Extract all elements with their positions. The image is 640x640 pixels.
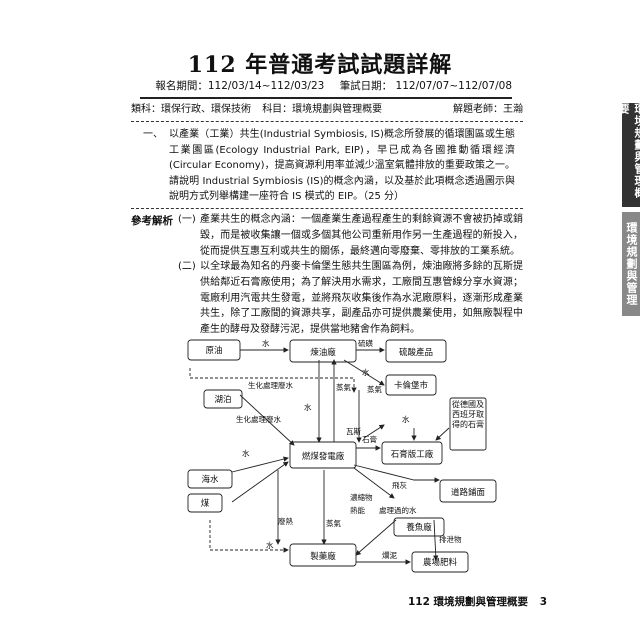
node-gypsum: 石膏版工廠 (391, 449, 434, 460)
flow-heat: 熱能 (350, 505, 365, 515)
answer-item: (二) 以全球最為知名的丹麥卡倫堡生態共生園區為例，煉油廠將多餘的瓦斯提供給鄰近… (178, 259, 523, 338)
exam-period-line: 報名期間：112/03/14~112/03/23 筆試日期： 112/07/07… (140, 78, 512, 99)
flow-waste-heat: 廢熱 (278, 516, 293, 526)
node-spain: 從德國及西班牙取得的石膏 (452, 400, 484, 429)
node-sea: 海水 (201, 474, 219, 485)
footer-text: 112 環境規劃與管理概要 (407, 596, 529, 608)
node-kalundborg: 卡倫堡市 (394, 380, 429, 391)
node-pharma: 製藥廠 (310, 551, 336, 562)
side-tab[interactable]: 環境規劃與管理 (622, 212, 640, 316)
question-text: 一、 以產業（工業）共生(Industrial Symbiosis, IS)概念… (143, 127, 515, 205)
page-number: 3 (539, 596, 547, 608)
question-box: 一、 以產業（工業）共生(Industrial Symbiosis, IS)概念… (131, 121, 523, 209)
flow-labels: 水 硫磺 水 蒸氣 生化處理廢水 水 蒸氣 瓦斯 石膏 水 水 生化處理廢水 飛… (236, 338, 462, 560)
flow-sludge: 爛泥 (382, 550, 397, 560)
question-number: 一、 (143, 129, 163, 140)
subject: 科目：環境規劃與管理概要 (262, 104, 383, 115)
flow-arrows (189, 347, 450, 565)
answer-label: 參考解析 (131, 215, 173, 227)
flow-steam: 蒸氣 (326, 518, 341, 528)
flow-water: 水 (266, 540, 274, 550)
flow-gas: 瓦斯 (346, 426, 361, 436)
flow-steam: 蒸氣 (367, 384, 382, 394)
page-footer: 112 環境規劃與管理概要 3 (408, 594, 547, 609)
flow-water: 水 (262, 338, 270, 348)
flow-water: 水 (362, 367, 370, 377)
flow-treated-water: 處理過的水 (379, 505, 417, 515)
node-coal: 煤 (201, 498, 210, 509)
flow-scrubber: 濃縮物 (350, 492, 373, 502)
node-boxes (187, 339, 497, 573)
answer-text: 產業共生的概念內涵：一個產業生產過程產生的剩餘資源不會被扔掉或銷毀，而是被收集讓… (200, 214, 523, 257)
flow-steam: 蒸氣 (336, 382, 351, 392)
flow-flyash: 飛灰 (392, 480, 407, 490)
flow-water: 水 (402, 414, 410, 424)
answer-number: (一) (178, 214, 196, 225)
answer-number: (二) (178, 261, 196, 272)
flow-water: 水 (242, 448, 250, 458)
industrial-symbiosis-diagram: 原油 煉油廠 硫酸產品 卡倫堡市 湖泊 燃煤發電廠 石膏版工廠 海水 煤 道路鋪… (187, 338, 497, 573)
flow-excreta: 排泄物 (439, 534, 462, 544)
flow-gypsum: 石膏 (362, 434, 377, 444)
exam-date: 筆試日期： 112/07/07~112/07/08 (339, 80, 512, 92)
flow-treated-waste: 生化處理廢水 (236, 414, 281, 424)
node-road: 道路鋪面 (451, 487, 486, 498)
meta-line: 類科：環保行政、環保技術 科目：環境規劃與管理概要 解題老師：王瀚 (131, 100, 523, 115)
registration-period: 報名期間：112/03/14~112/03/23 (155, 80, 325, 92)
category: 類科：環保行政、環保技術 (131, 104, 251, 115)
node-refinery: 煉油廠 (310, 347, 336, 358)
node-fish: 養魚廠 (406, 522, 432, 533)
page-title: 112 年普通考試試題詳解 (187, 52, 453, 78)
question-body: 以產業（工業）共生(Industrial Symbiosis, IS)概念所發展… (169, 129, 515, 203)
node-power: 燃煤發電廠 (302, 451, 345, 462)
answer-text: 以全球最為知名的丹麥卡倫堡生態共生園區為例，煉油廠將多餘的瓦斯提供給鄰近石膏廠使… (200, 261, 523, 336)
teacher: 解題老師：王瀚 (453, 104, 523, 115)
node-crude: 原油 (205, 345, 222, 356)
flow-water: 水 (304, 402, 312, 412)
node-sulfuric: 硫酸產品 (399, 347, 433, 358)
side-tab-active[interactable]: 環境規劃與管理概要 (617, 103, 640, 207)
node-labels: 原油 煉油廠 硫酸產品 卡倫堡市 湖泊 燃煤發電廠 石膏版工廠 海水 煤 道路鋪… (201, 345, 486, 568)
node-fertilizer: 農場肥料 (423, 557, 458, 568)
flow-sulfur: 硫磺 (358, 338, 373, 348)
answer-item: (一) 產業共生的概念內涵：一個產業生產過程產生的剩餘資源不會被扔掉或銷毀，而是… (178, 212, 523, 259)
node-lake: 湖泊 (214, 394, 231, 405)
flow-treated-waste: 生化處理廢水 (248, 380, 293, 390)
